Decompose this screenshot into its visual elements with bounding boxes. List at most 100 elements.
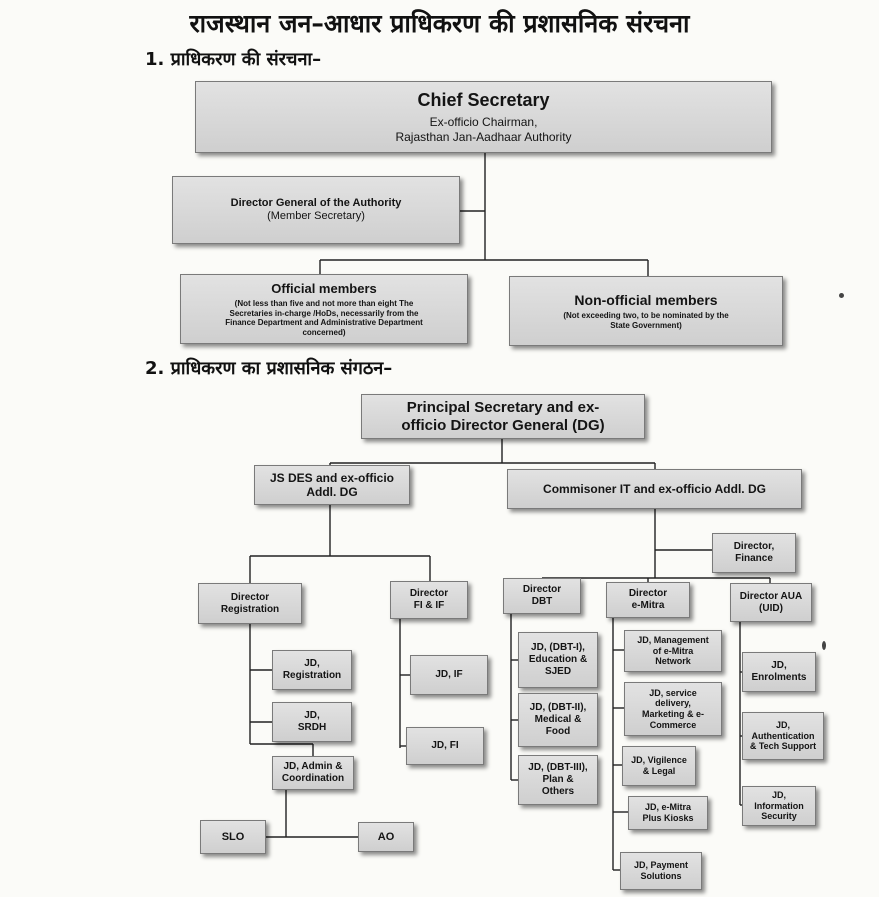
jd-information-security-box: JD, Information Security (742, 786, 816, 826)
section-heading-organization: 2. प्राधिकरण का प्रशासनिक संगठन– (145, 358, 393, 379)
director-registration-line1: Director (230, 591, 270, 603)
jd-admin-coordination-box: JD, Admin & Coordination (272, 756, 354, 790)
director-dbt-line2: DBT (531, 596, 553, 607)
jd-management-emitra-box: JD, Management of e-Mitra Network (624, 630, 722, 672)
director-aua-box: Director AUA (UID) (730, 583, 812, 622)
jd-auth-line1: JD, (775, 720, 790, 731)
jd-admin-line2: Coordination (281, 773, 345, 784)
director-fi-if-box: Director FI & IF (390, 581, 468, 619)
jd-srdh-box: JD, SRDH (272, 702, 352, 742)
jd-service-line2: delivery, (655, 698, 691, 709)
jd-payment-line1: JD, Payment (633, 860, 689, 871)
jd-dbt-3-line3: Others (541, 785, 575, 797)
scan-speck (839, 293, 844, 298)
jd-dbt-2-box: JD, (DBT-II), Medical & Food (518, 693, 598, 747)
principal-secretary-line2: officio Director General (DG) (401, 416, 605, 434)
jd-emitra-kiosks-box: JD, e-Mitra Plus Kiosks (628, 796, 708, 830)
jd-dbt-1-line2: Education & (528, 654, 588, 666)
jd-if-box: JD, IF (410, 655, 488, 695)
jd-registration-box: JD, Registration (272, 650, 352, 690)
jd-srdh-line2: SRDH (297, 722, 327, 733)
jd-admin-line1: JD, Admin & (283, 761, 343, 773)
jd-authentication-box: JD, Authentication & Tech Support (742, 712, 824, 760)
jd-enrolments-line1: JD, (771, 660, 787, 672)
jd-management-line2: of e-Mitra (652, 645, 694, 656)
jd-dbt-1-line1: JD, (DBT-I), (531, 642, 585, 654)
jd-registration-line1: JD, (304, 658, 320, 670)
director-general-authority-box: Director General of the Authority (Membe… (172, 176, 460, 244)
non-official-members-line2: State Government) (610, 320, 682, 330)
jd-enrolments-line2: Enrolments (751, 672, 807, 683)
principal-secretary-line1: Principal Secretary and ex- (406, 398, 600, 416)
jd-management-line3: Network (655, 656, 691, 667)
official-members-line1: (Not less than five and not more than ei… (234, 299, 414, 309)
director-emitra-line1: Director (628, 588, 668, 600)
chief-secretary-line1: Ex-officio Chairman, (429, 115, 538, 130)
js-des-box: JS DES and ex-officio Addl. DG (254, 465, 410, 505)
jd-vigilence-box: JD, Vigilence & Legal (622, 746, 696, 786)
jd-service-delivery-box: JD, service delivery, Marketing & e- Com… (624, 682, 722, 736)
chief-secretary-title: Chief Secretary (417, 90, 550, 111)
director-finance-box: Director, Finance (712, 533, 796, 573)
chief-secretary-line2: Rajasthan Jan-Aadhaar Authority (395, 129, 572, 144)
jd-auth-line3: & Tech Support (749, 741, 817, 752)
jd-infosec-line1: JD, (771, 790, 786, 801)
principal-secretary-box: Principal Secretary and ex- officio Dire… (361, 394, 645, 439)
official-members-line3: Finance Department and Administrative De… (225, 318, 423, 328)
slo-box: SLO (200, 820, 266, 854)
director-emitra-box: Director e-Mitra (606, 582, 690, 618)
director-dbt-line1: Director (522, 584, 562, 596)
jd-infosec-line2: Information (754, 800, 804, 811)
director-aua-line2: (UID) (759, 602, 783, 614)
director-fi-if-line1: Director (409, 588, 449, 600)
jd-dbt-2-line1: JD, (DBT-II), (529, 702, 587, 714)
slo-label: SLO (221, 830, 245, 843)
jd-fi-label: JD, FI (431, 740, 459, 752)
chief-secretary-box: Chief Secretary Ex-officio Chairman, Raj… (195, 81, 772, 153)
jd-vigilence-line1: JD, Vigilence (631, 755, 687, 766)
jd-dbt-3-line2: Plan & (542, 774, 574, 786)
jd-service-line4: Commerce (649, 719, 697, 730)
jd-management-line1: JD, Management (637, 635, 709, 646)
js-des-line2: Addl. DG (306, 485, 358, 499)
director-finance-line2: Finance (735, 553, 773, 564)
jd-kiosks-line1: JD, e-Mitra (644, 802, 691, 813)
director-registration-line2: Registration (220, 603, 280, 615)
official-members-line2: Secretaries in-charge /HoDs, necessarily… (229, 308, 419, 318)
director-general-authority-title: Director General of the Authority (230, 197, 402, 210)
director-general-authority-sub: (Member Secretary) (267, 210, 365, 222)
js-des-line1: JS DES and ex-officio (269, 470, 395, 485)
director-finance-line1: Director, (733, 541, 775, 553)
jd-registration-line2: Registration (282, 670, 342, 681)
director-registration-box: Director Registration (198, 583, 302, 624)
non-official-members-title: Non-official members (574, 291, 718, 308)
jd-service-line1: JD, service (649, 687, 697, 698)
jd-if-label: JD, IF (435, 669, 463, 681)
official-members-line4: concerned) (302, 327, 346, 337)
jd-dbt-3-line1: JD, (DBT-III), (528, 762, 588, 774)
scan-speck (822, 641, 826, 650)
jd-service-line3: Marketing & e- (641, 709, 704, 719)
section-heading-structure: 1. प्राधिकरण की संरचना– (145, 49, 322, 70)
jd-fi-box: JD, FI (406, 727, 484, 765)
jd-dbt-1-box: JD, (DBT-I), Education & SJED (518, 632, 598, 688)
jd-infosec-line3: Security (761, 811, 797, 822)
commissioner-it-line1: Commisoner IT and ex-officio Addl. DG (543, 481, 766, 496)
director-emitra-line2: e-Mitra (631, 600, 665, 611)
jd-payment-solutions-box: JD, Payment Solutions (620, 852, 702, 890)
jd-vigilence-line2: & Legal (642, 766, 676, 776)
non-official-members-line1: (Not exceeding two, to be nominated by t… (563, 311, 729, 321)
jd-dbt-2-line2: Medical & (534, 714, 582, 726)
jd-kiosks-line2: Plus Kiosks (642, 813, 694, 823)
official-members-box: Official members (Not less than five and… (180, 274, 468, 344)
jd-payment-line2: Solutions (640, 871, 682, 881)
page-title: राजस्थान जन–आधार प्राधिकरण की प्रशासनिक … (189, 9, 690, 38)
jd-srdh-line1: JD, (304, 710, 320, 722)
director-fi-if-line2: FI & IF (413, 600, 445, 611)
director-dbt-box: Director DBT (503, 578, 581, 614)
jd-enrolments-box: JD, Enrolments (742, 652, 816, 692)
non-official-members-box: Non-official members (Not exceeding two,… (509, 276, 783, 346)
jd-dbt-2-line3: Food (545, 725, 571, 737)
jd-dbt-3-box: JD, (DBT-III), Plan & Others (518, 755, 598, 805)
official-members-title: Official members (271, 280, 377, 296)
